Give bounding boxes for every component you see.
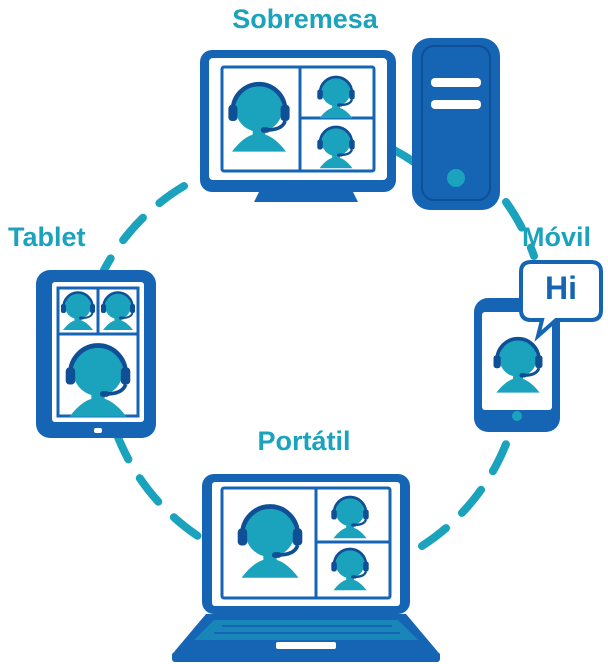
laptop-icon bbox=[172, 474, 440, 662]
tablet-label: Tablet bbox=[8, 222, 86, 252]
desktop-tower-icon bbox=[412, 38, 500, 210]
laptop-label: Portátil bbox=[257, 426, 351, 456]
mobile-label: Móvil bbox=[522, 222, 592, 252]
desktop-monitor-icon bbox=[200, 50, 396, 202]
speech-bubble-icon bbox=[519, 260, 603, 342]
speech-bubble-text: Hi bbox=[545, 270, 577, 306]
desktop-label: Sobremesa bbox=[232, 4, 378, 34]
tablet-icon bbox=[36, 270, 156, 438]
connection-ring bbox=[100, 146, 538, 550]
